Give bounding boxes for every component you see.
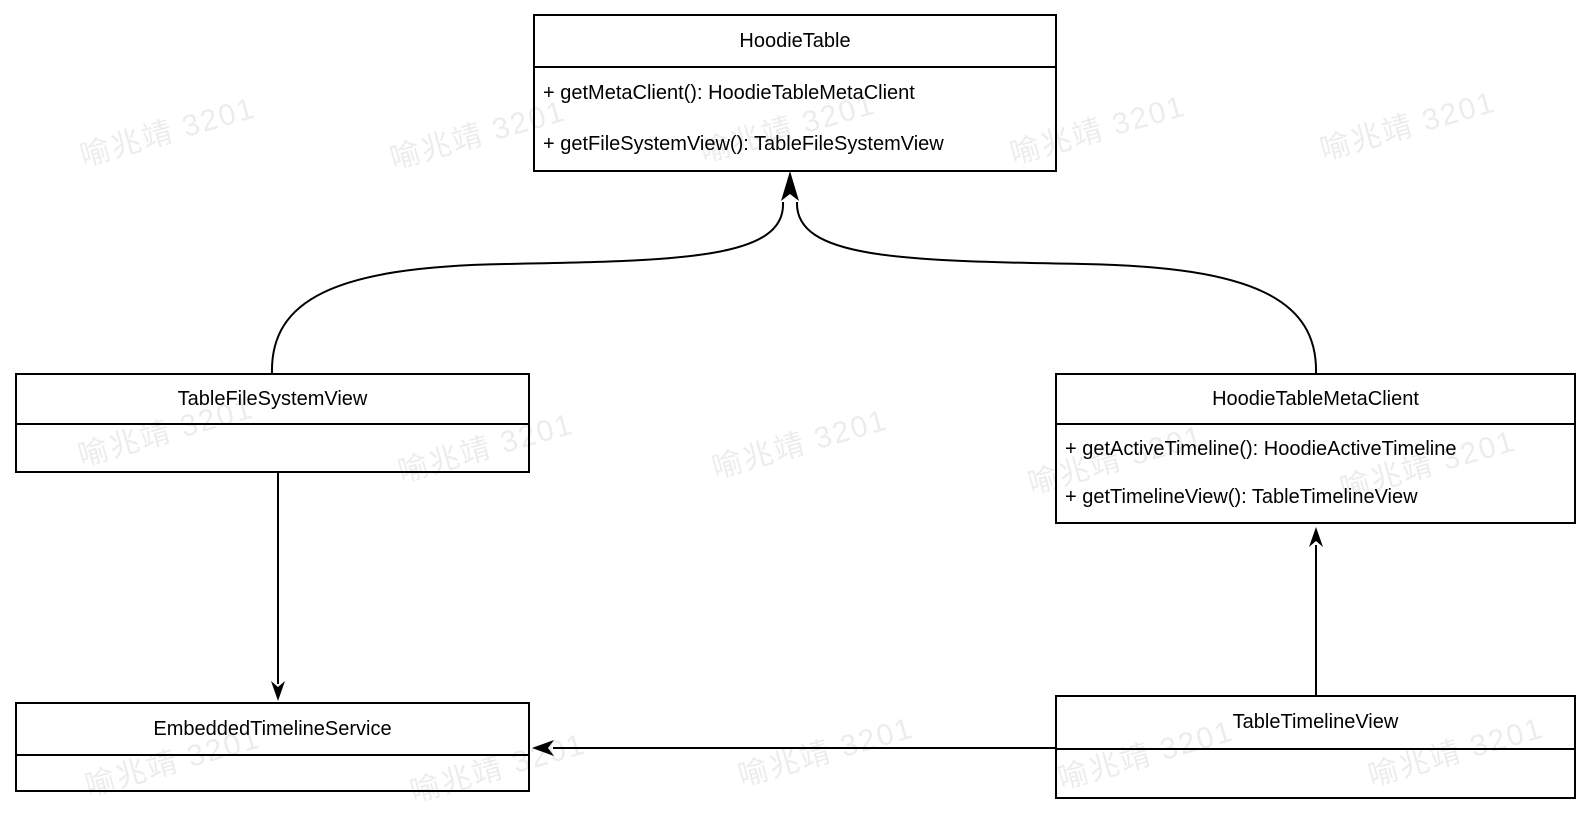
method-getmetaclient: + getMetaClient(): HoodieTableMetaClient [543, 82, 915, 104]
arrowhead-left-embeddedtimelineservice [532, 740, 554, 756]
arrowhead-up-hoodietable [781, 171, 799, 201]
class-tabletimelineview: TableTimelineView [1055, 695, 1576, 799]
edge-filesystemview-to-hoodietable [270, 201, 785, 375]
class-embeddedtimelineservice: EmbeddedTimelineService [15, 702, 530, 792]
method-getactivetimeline: + getActiveTimeline(): HoodieActiveTimel… [1065, 437, 1457, 460]
class-hoodietable-title: HoodieTable [535, 16, 1055, 68]
arrowhead-down-embeddedtimelineservice [271, 681, 285, 701]
edge-metaclient-to-hoodietable [795, 201, 1318, 375]
class-embeddedtimelineservice-title: EmbeddedTimelineService [17, 704, 528, 756]
class-tabletimelineview-empty-compartment [1057, 750, 1574, 797]
method-getfilesystemview: + getFileSystemView(): TableFileSystemVi… [543, 133, 944, 155]
class-hoodietable: HoodieTable + getMetaClient(): HoodieTab… [533, 14, 1057, 172]
class-tablefilesystemview-title: TableFileSystemView [17, 375, 528, 425]
class-hoodietablemetaclient-methods: + getActiveTimeline(): HoodieActiveTimel… [1057, 425, 1574, 521]
class-embeddedtimelineservice-empty-compartment [17, 756, 528, 790]
class-hoodietablemetaclient: HoodieTableMetaClient + getActiveTimelin… [1055, 373, 1576, 524]
class-tablefilesystemview-empty-compartment [17, 425, 528, 471]
arrowhead-up-metaclient [1309, 527, 1323, 547]
class-tabletimelineview-title: TableTimelineView [1057, 697, 1574, 750]
class-tablefilesystemview: TableFileSystemView [15, 373, 530, 473]
method-gettimelineview: + getTimelineView(): TableTimelineView [1065, 485, 1418, 508]
class-hoodietable-methods: + getMetaClient(): HoodieTableMetaClient… [535, 68, 1055, 170]
class-hoodietablemetaclient-title: HoodieTableMetaClient [1057, 375, 1574, 425]
